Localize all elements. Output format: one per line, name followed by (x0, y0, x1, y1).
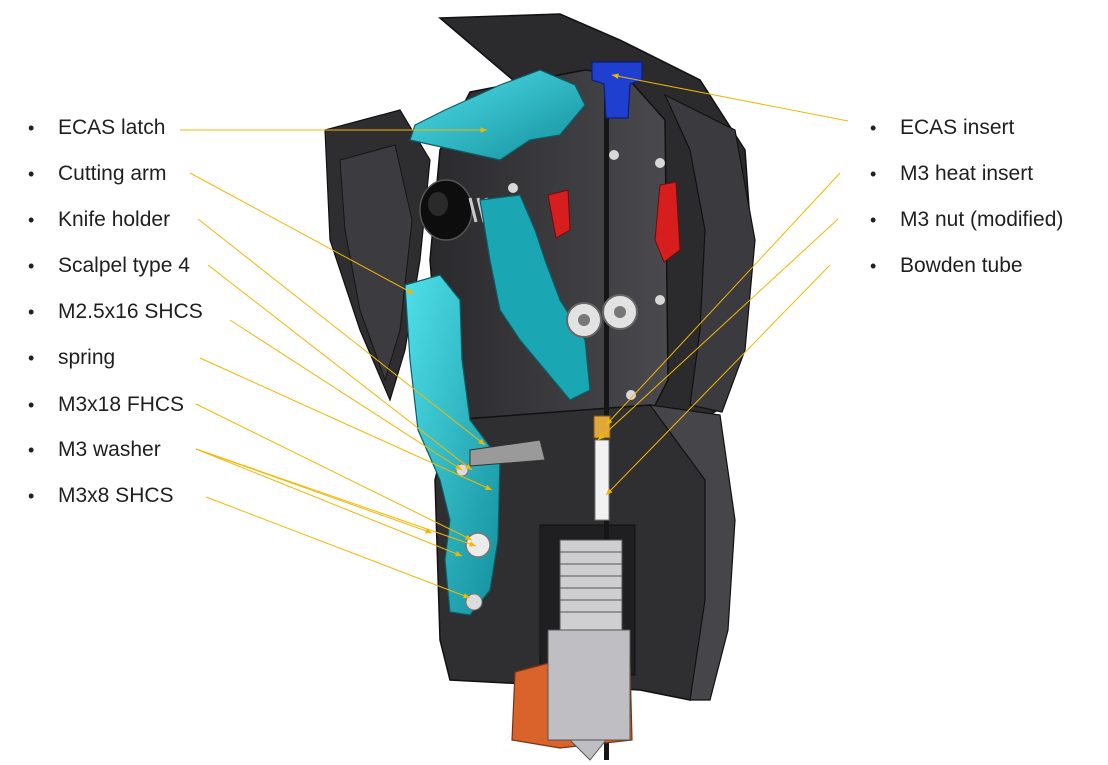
leader-left-6-6 (195, 403, 473, 541)
nozzle-body (547, 629, 631, 741)
leader-left-1-1-arrowhead (407, 288, 414, 294)
left-label-list: • ECAS latch • Cutting arm • Knife holder • Sca… (28, 116, 203, 507)
extruder-illustration (324, 13, 756, 761)
ecas-latch-part (409, 69, 586, 161)
right-label-text: M3 heat insert (900, 162, 1033, 185)
left-label-text: M3 washer (58, 438, 161, 461)
leader-left-3-3-arrowhead (465, 463, 472, 470)
leader-left-5-5-arrowhead (485, 484, 492, 490)
left-label-text: Knife holder (58, 208, 170, 231)
right-label-bullet: • (870, 164, 876, 184)
leader-right-0 (611, 74, 849, 122)
left-label-text: Scalpel type 4 (58, 254, 190, 277)
right-label-bullet: • (870, 210, 876, 230)
screw-lower (465, 593, 483, 611)
rear-housing-right-shell (663, 93, 756, 413)
lower-housing-right (648, 404, 736, 701)
leader-right-1-arrowhead (606, 418, 613, 425)
red-lever-upper (547, 189, 571, 239)
ecas-insert-part (591, 61, 643, 119)
left-label-text: M3x18 FHCS (58, 393, 184, 416)
nozzle-tip (568, 739, 608, 761)
heatsink (559, 539, 623, 631)
scalpel-blade (469, 439, 546, 467)
red-lever-right (654, 181, 681, 263)
washer-lower (465, 532, 491, 558)
left-label-bullet: • (28, 256, 34, 276)
leader-left-7-9 (195, 448, 477, 547)
cutting-arm-part (479, 194, 591, 401)
left-label-bullet: • (28, 486, 34, 506)
leader-left-3-3 (207, 264, 473, 471)
bowden-tube-part (594, 439, 610, 521)
left-label-bullet: • (28, 395, 34, 415)
right-label-text: ECAS insert (900, 116, 1015, 139)
left-label-bullet: • (28, 302, 34, 322)
left-label-text: spring (58, 346, 115, 369)
leader-left-7-7-arrowhead (425, 528, 432, 534)
left-side-shell-face (339, 144, 413, 382)
leader-right-3-arrowhead (606, 488, 613, 495)
leader-left-8-10-arrowhead (463, 593, 470, 599)
leader-left-5-5 (199, 357, 493, 491)
left-label-bullet: • (28, 440, 34, 460)
leader-left-4-4-arrowhead (455, 464, 462, 470)
leader-right-2 (597, 218, 839, 441)
right-label-text: M3 nut (modified) (900, 208, 1063, 231)
right-label-bullet: • (870, 118, 876, 138)
right-label-text: Bowden tube (900, 254, 1023, 277)
left-label-bullet: • (28, 118, 34, 138)
right-label-bullet: • (870, 256, 876, 276)
left-label-text: M2.5x16 SHCS (58, 300, 203, 323)
leader-right-0-arrowhead (612, 73, 619, 79)
leader-left-2-2-arrowhead (478, 438, 485, 445)
left-label-bullet: • (28, 210, 34, 230)
leader-right-1 (605, 172, 841, 426)
right-label-list: • ECAS insert • M3 heat insert • M3 nut (modi… (870, 116, 1063, 277)
leader-right-3 (605, 264, 831, 496)
left-label-bullet: • (28, 164, 34, 184)
leader-right-2-arrowhead (598, 433, 605, 440)
leader-left-1-1 (189, 172, 415, 295)
left-label-text: Cutting arm (58, 162, 167, 185)
leader-left-4-4 (229, 319, 463, 471)
leader-left-7-8 (195, 448, 463, 557)
heat-insert-part (593, 415, 611, 439)
leader-left-7-8-arrowhead (455, 551, 462, 557)
leader-left-7-9-arrowhead (469, 541, 476, 547)
left-label-text: M3x8 SHCS (58, 484, 174, 507)
leader-left-0-0-arrowhead (480, 127, 487, 133)
left-label-bullet: • (28, 348, 34, 368)
fasteners (455, 150, 665, 611)
leader-lines (180, 73, 849, 599)
left-label-text: ECAS latch (58, 116, 165, 139)
leader-left-6-6-arrowhead (465, 534, 472, 540)
leader-left-8-10 (205, 496, 471, 599)
leader-left-2-2 (197, 218, 486, 446)
black-knob-rim (428, 192, 448, 216)
